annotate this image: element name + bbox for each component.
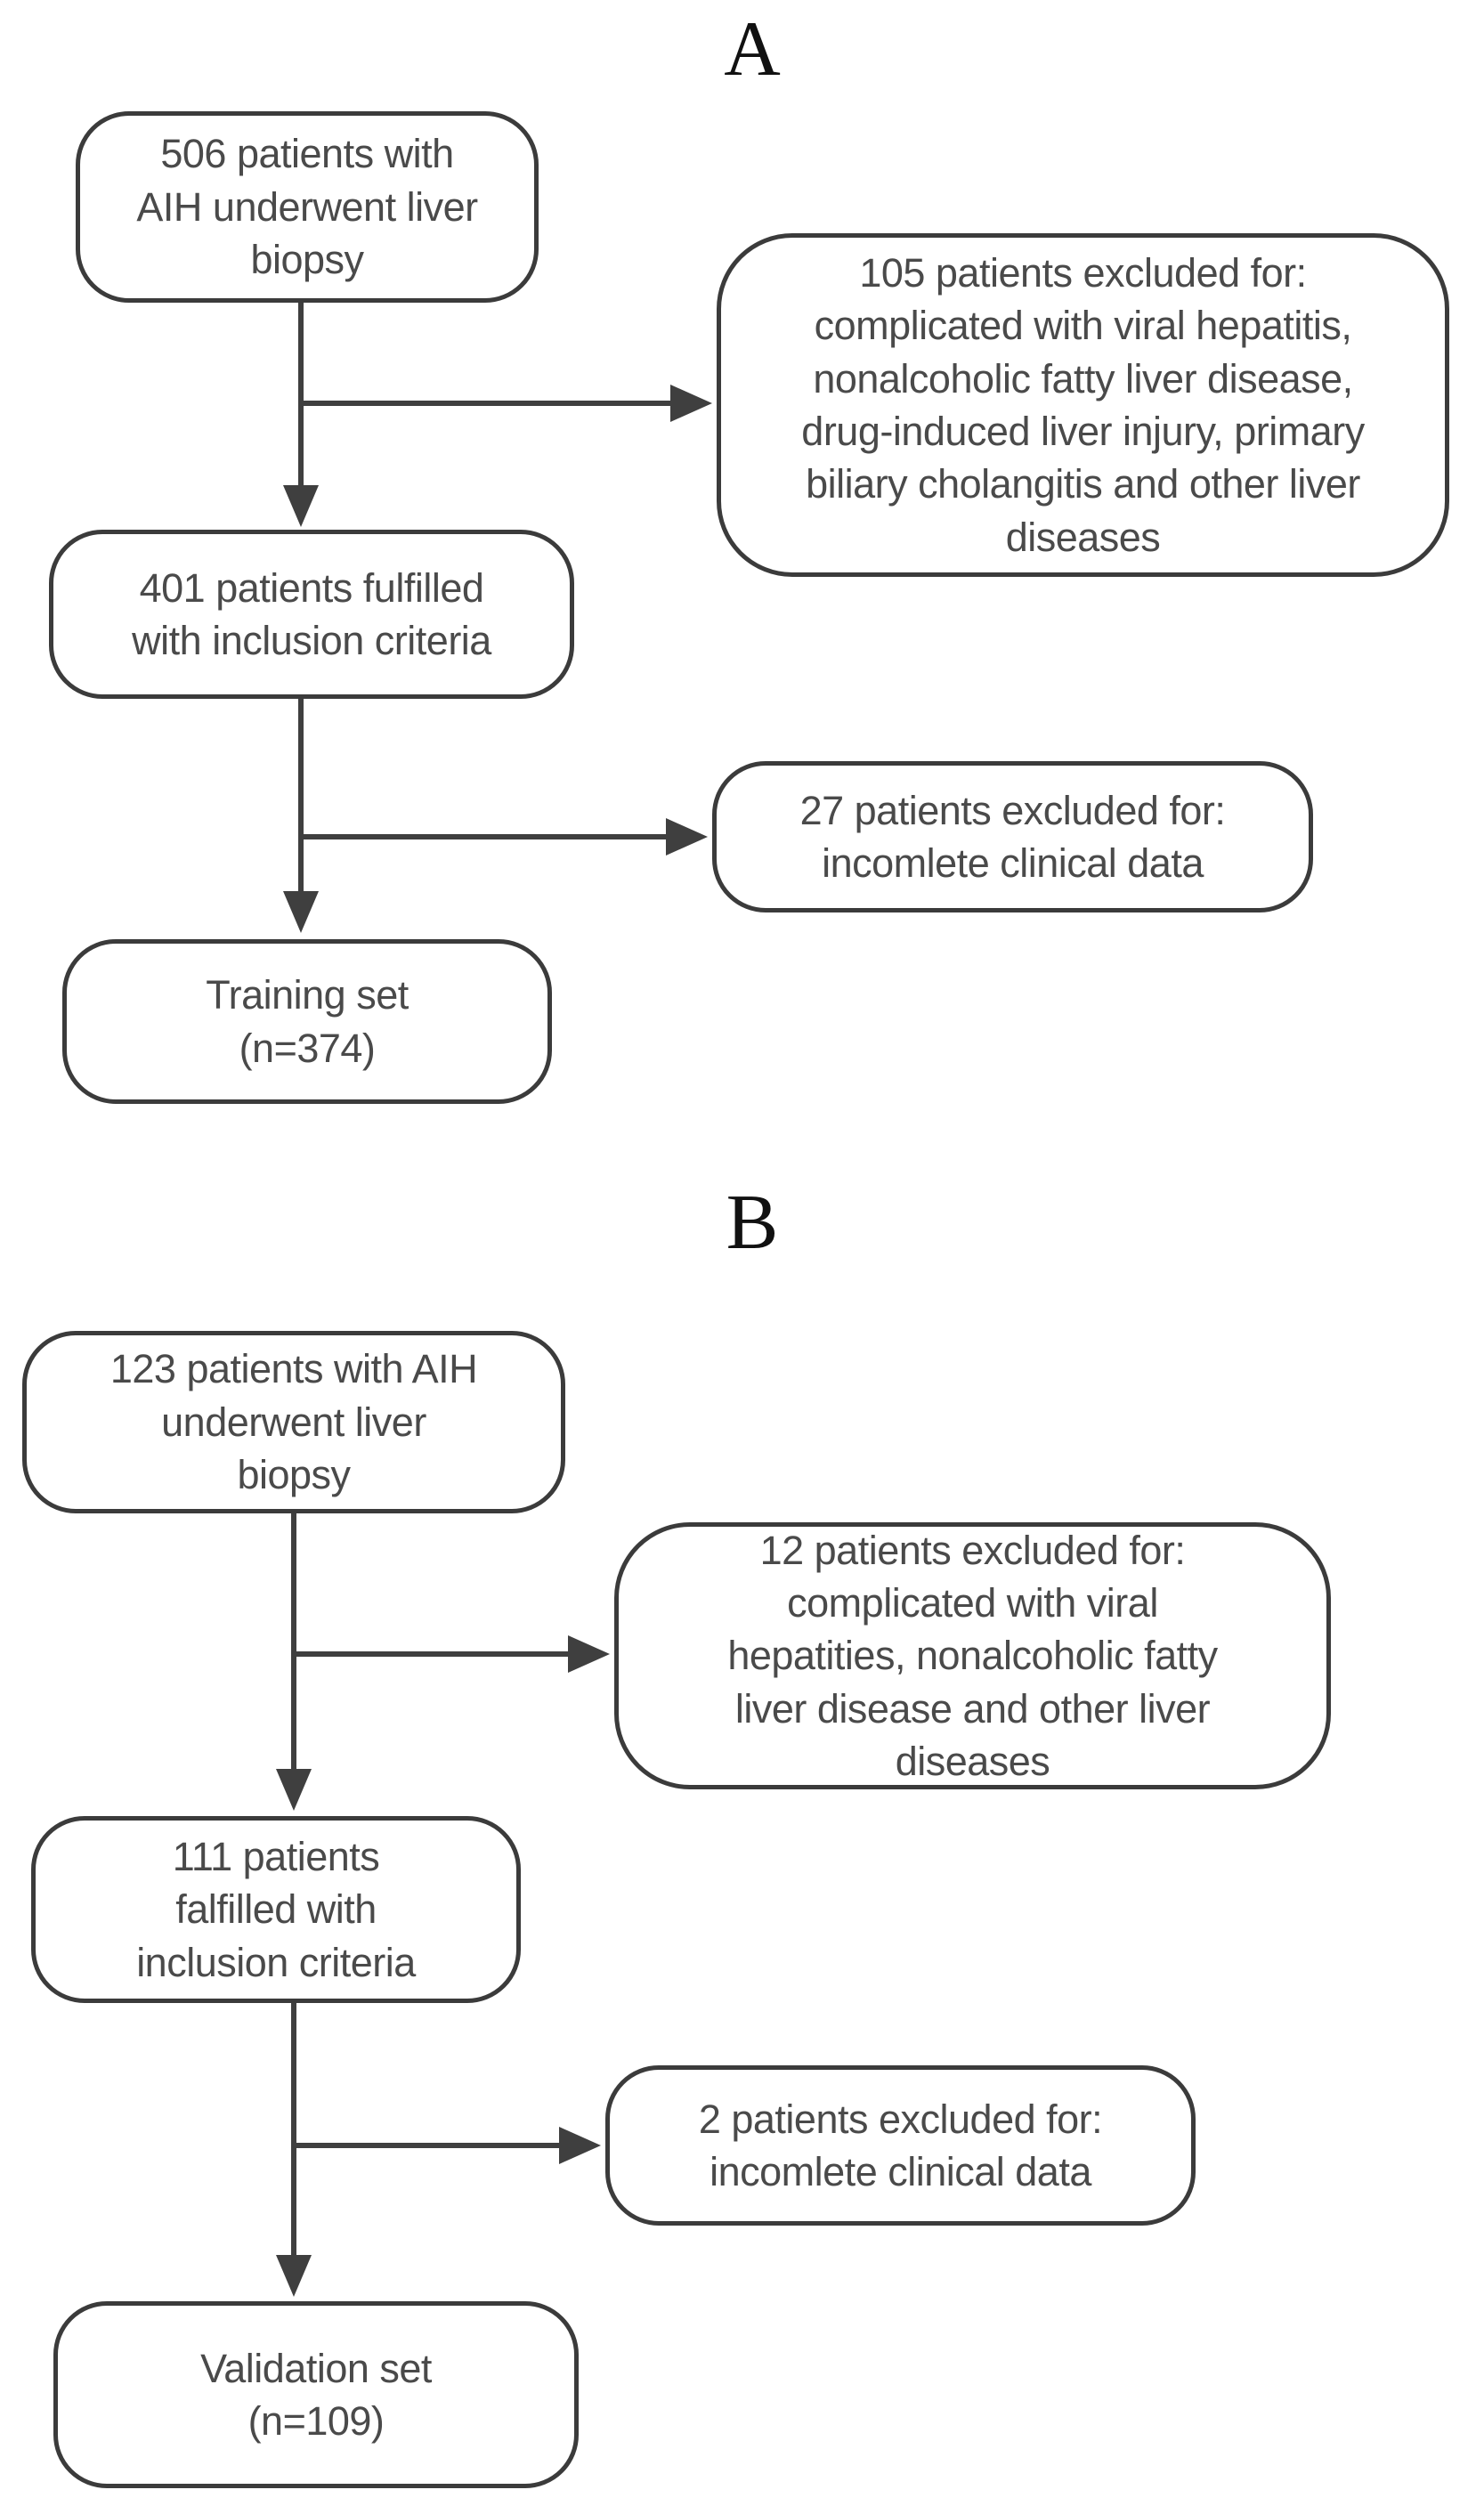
panel-b-result-text: Validation set (n=109) <box>200 2345 432 2444</box>
arrow-b-branch-to-excluded-1 <box>294 1635 610 1673</box>
arrow-a-included-to-result <box>283 699 319 933</box>
panel-a-excluded-2-text: 27 patients excluded for: incomlete clin… <box>799 787 1226 886</box>
panel-a-included-text: 401 patients fulfilled with inclusion cr… <box>132 564 491 663</box>
panel-a-start-box: 506 patients with AIH underwent liver bi… <box>76 111 539 303</box>
panel-b-start-box: 123 patients with AIH underwent liver bi… <box>22 1331 565 1513</box>
panel-a-label: A <box>724 6 781 93</box>
panel-b-excluded-box-2: 2 patients excluded for: incomlete clini… <box>605 2065 1196 2226</box>
panel-b-label: B <box>726 1180 779 1266</box>
arrow-a-start-to-included <box>283 303 319 527</box>
panel-b-start-text: 123 patients with AIH underwent liver bi… <box>109 1346 478 1498</box>
arrow-a-branch-to-excluded-1 <box>301 385 712 422</box>
panel-b-excluded-box-1: 12 patients excluded for: complicated wi… <box>614 1522 1331 1789</box>
panel-b-included-box: 111 patients falfilled with inclusion cr… <box>31 1816 521 2003</box>
panel-a-start-text: 506 patients with AIH underwent liver bi… <box>136 131 478 283</box>
panel-b-result-box: Validation set (n=109) <box>53 2301 579 2488</box>
panel-a-result-text: Training set (n=374) <box>206 972 409 1071</box>
arrow-b-start-to-included <box>276 1513 312 1811</box>
arrow-b-branch-to-excluded-2 <box>294 2127 601 2164</box>
arrow-a-branch-to-excluded-2 <box>301 818 708 856</box>
panel-b-excluded-1-text: 12 patients excluded for: complicated wi… <box>727 1527 1218 1785</box>
panel-a-excluded-box-1: 105 patients excluded for: complicated w… <box>717 233 1449 577</box>
panel-a-included-box: 401 patients fulfilled with inclusion cr… <box>49 530 574 699</box>
panel-b-excluded-2-text: 2 patients excluded for: incomlete clini… <box>698 2096 1103 2194</box>
panel-a-excluded-1-text: 105 patients excluded for: complicated w… <box>801 249 1365 560</box>
arrow-b-included-to-result <box>276 2003 312 2297</box>
panel-a-result-box: Training set (n=374) <box>62 939 552 1104</box>
panel-b-included-text: 111 patients falfilled with inclusion cr… <box>136 1833 416 1985</box>
panel-a-excluded-box-2: 27 patients excluded for: incomlete clin… <box>712 761 1313 912</box>
